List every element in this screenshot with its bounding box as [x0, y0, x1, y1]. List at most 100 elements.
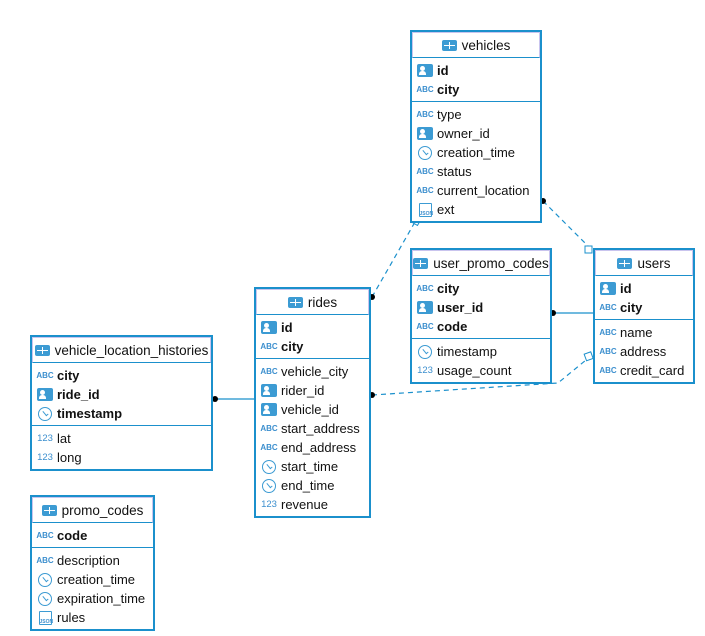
column-name: usage_count: [437, 363, 512, 378]
key-icon: [416, 64, 434, 77]
column-name: city: [57, 368, 80, 383]
table-icon: [34, 344, 50, 356]
column-row[interactable]: vehicle_id: [256, 400, 369, 419]
column-name: creation_time: [57, 572, 136, 587]
column-row[interactable]: end_time: [256, 476, 369, 495]
rel-end-square: [583, 351, 594, 362]
table-header[interactable]: user_promo_codes: [412, 250, 550, 276]
column-row[interactable]: expiration_time: [32, 589, 153, 608]
abc-icon: ABC: [599, 366, 617, 375]
abc-icon: ABC: [260, 443, 278, 452]
key-column-row[interactable]: id: [412, 61, 540, 80]
column-name: lat: [57, 431, 71, 446]
json-label: JSON: [38, 610, 53, 625]
table-name: users: [637, 255, 671, 271]
key-column-row[interactable]: timestamp: [32, 404, 211, 423]
column-name: name: [620, 325, 653, 340]
column-name: address: [620, 344, 667, 359]
column-row[interactable]: creation_time: [32, 570, 153, 589]
column-name: rules: [57, 610, 86, 625]
clock-icon: [36, 572, 54, 587]
abc-icon: ABC: [260, 367, 278, 376]
table-name: user_promo_codes: [433, 255, 549, 271]
table-header[interactable]: rides: [256, 289, 369, 315]
rel-rides-users[interactable]: [371, 359, 587, 396]
column-name: revenue: [281, 497, 328, 512]
column-row[interactable]: timestamp: [412, 342, 550, 361]
abc-icon: ABC: [416, 284, 434, 293]
column-name: ride_id: [57, 387, 100, 402]
column-name: city: [437, 82, 460, 97]
key-icon: [260, 321, 278, 334]
column-name: code: [57, 528, 88, 543]
key-column-row[interactable]: user_id: [412, 298, 550, 317]
rel-rides-vehicles[interactable]: [371, 221, 416, 298]
json-label: JSON: [418, 202, 433, 217]
rel-end-dot: [212, 396, 218, 402]
column-row[interactable]: creation_time: [412, 143, 540, 162]
table-icon: [287, 296, 303, 308]
number-icon: 123: [417, 365, 433, 376]
column-name: ext: [437, 202, 455, 217]
abc-icon: ABC: [599, 303, 617, 312]
table-name: rides: [307, 294, 338, 310]
table-header[interactable]: users: [595, 250, 693, 276]
column-row[interactable]: start_time: [256, 457, 369, 476]
key-column-row[interactable]: ride_id: [32, 385, 211, 404]
table-icon: [413, 257, 429, 269]
table-header[interactable]: promo_codes: [32, 497, 153, 523]
abc-icon: ABC: [416, 322, 434, 331]
key-column-row[interactable]: id: [256, 318, 369, 337]
column-name: start_time: [281, 459, 339, 474]
column-row[interactable]: rider_id: [256, 381, 369, 400]
table-icon: [41, 504, 57, 516]
table-icon: [617, 257, 633, 269]
column-name: vehicle_city: [281, 364, 349, 379]
table-header[interactable]: vehicles: [412, 32, 540, 58]
table-name: promo_codes: [61, 502, 144, 518]
key-icon: [416, 301, 434, 314]
key-column-row[interactable]: id: [595, 279, 693, 298]
column-row[interactable]: 123 usage_count: [412, 361, 550, 380]
table-header[interactable]: vehicle_location_histories: [32, 337, 211, 363]
column-row[interactable]: owner_id: [412, 124, 540, 143]
key-icon: [416, 127, 434, 140]
column-row[interactable]: JSON rules: [32, 608, 153, 627]
column-name: id: [437, 63, 449, 78]
column-row[interactable]: JSON ext: [412, 200, 540, 219]
rel-vehicles-users[interactable]: [542, 200, 589, 247]
abc-icon: ABC: [416, 186, 434, 195]
abc-icon: ABC: [36, 531, 54, 540]
